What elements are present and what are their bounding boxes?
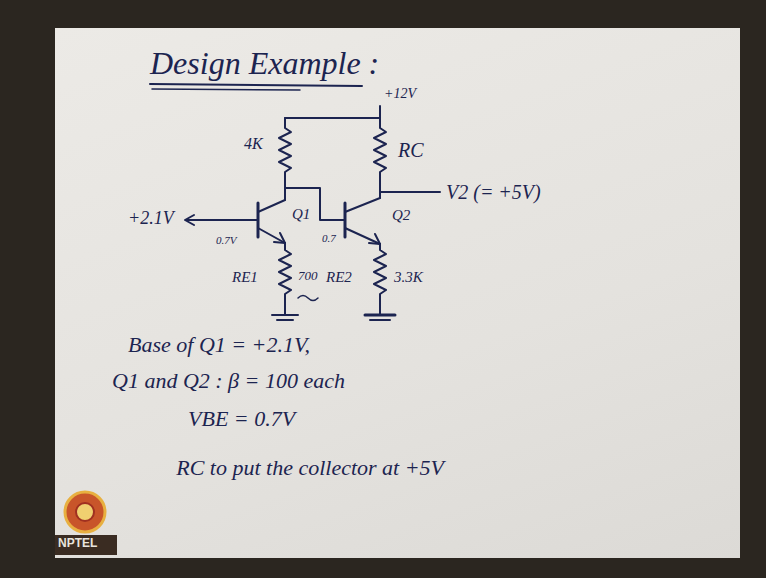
emitter-arrow <box>369 234 380 244</box>
note-text: VBE = 0.7V <box>188 406 295 432</box>
transistor-base <box>257 203 260 237</box>
transistor-emitter <box>345 228 380 244</box>
supply-voltage: +12V <box>384 86 416 103</box>
logo-emblem <box>76 503 94 521</box>
resistor-symbol <box>374 118 386 198</box>
resistor-value: 4K <box>244 134 263 153</box>
supply-wire <box>285 117 380 119</box>
supply-wire <box>379 106 381 118</box>
emitter-arrow <box>274 233 285 243</box>
note-text: Q1 and Q2 : β = 100 each <box>112 368 345 394</box>
transistor-collector <box>345 198 380 212</box>
note-text: RC to put the collector at +5V <box>174 450 444 486</box>
transistor-base <box>344 203 347 237</box>
resistor-symbol <box>374 244 386 315</box>
ohm-squiggle <box>298 296 318 301</box>
input-wire <box>186 219 258 221</box>
transistor-name: Q1 <box>292 205 310 223</box>
title-underline <box>152 89 300 90</box>
resistor-value: 700 <box>298 268 318 284</box>
transistor-emitter <box>258 228 285 243</box>
input-voltage: +2.1V <box>128 208 174 230</box>
transistor-collector <box>258 200 285 212</box>
resistor-value: 3.3K <box>394 268 423 286</box>
resistor-name: RE2 <box>326 268 352 286</box>
logo-ground <box>55 535 117 555</box>
output-wire <box>380 191 440 193</box>
resistor-name: RC <box>398 138 424 162</box>
logo-emblem <box>65 492 105 532</box>
title-heading: Design Example : <box>150 44 379 82</box>
logo-text: NPTEL <box>58 536 97 550</box>
voltage-drop: 0.7V <box>216 234 236 247</box>
note-text: Base of Q1 = +2.1V, <box>128 332 310 358</box>
arrow-head <box>185 215 194 225</box>
ground-symbol <box>365 314 395 317</box>
title-underline <box>150 84 362 86</box>
ground-symbol <box>277 319 293 321</box>
voltage-drop: 0.7 <box>322 232 336 245</box>
output-voltage: V2 (= +5V) <box>446 180 541 204</box>
resistor-symbol <box>279 243 291 315</box>
ground-symbol <box>370 319 390 321</box>
transistor-name: Q2 <box>392 206 410 224</box>
ground-symbol <box>272 314 298 316</box>
resistor-name: RE1 <box>232 268 258 286</box>
